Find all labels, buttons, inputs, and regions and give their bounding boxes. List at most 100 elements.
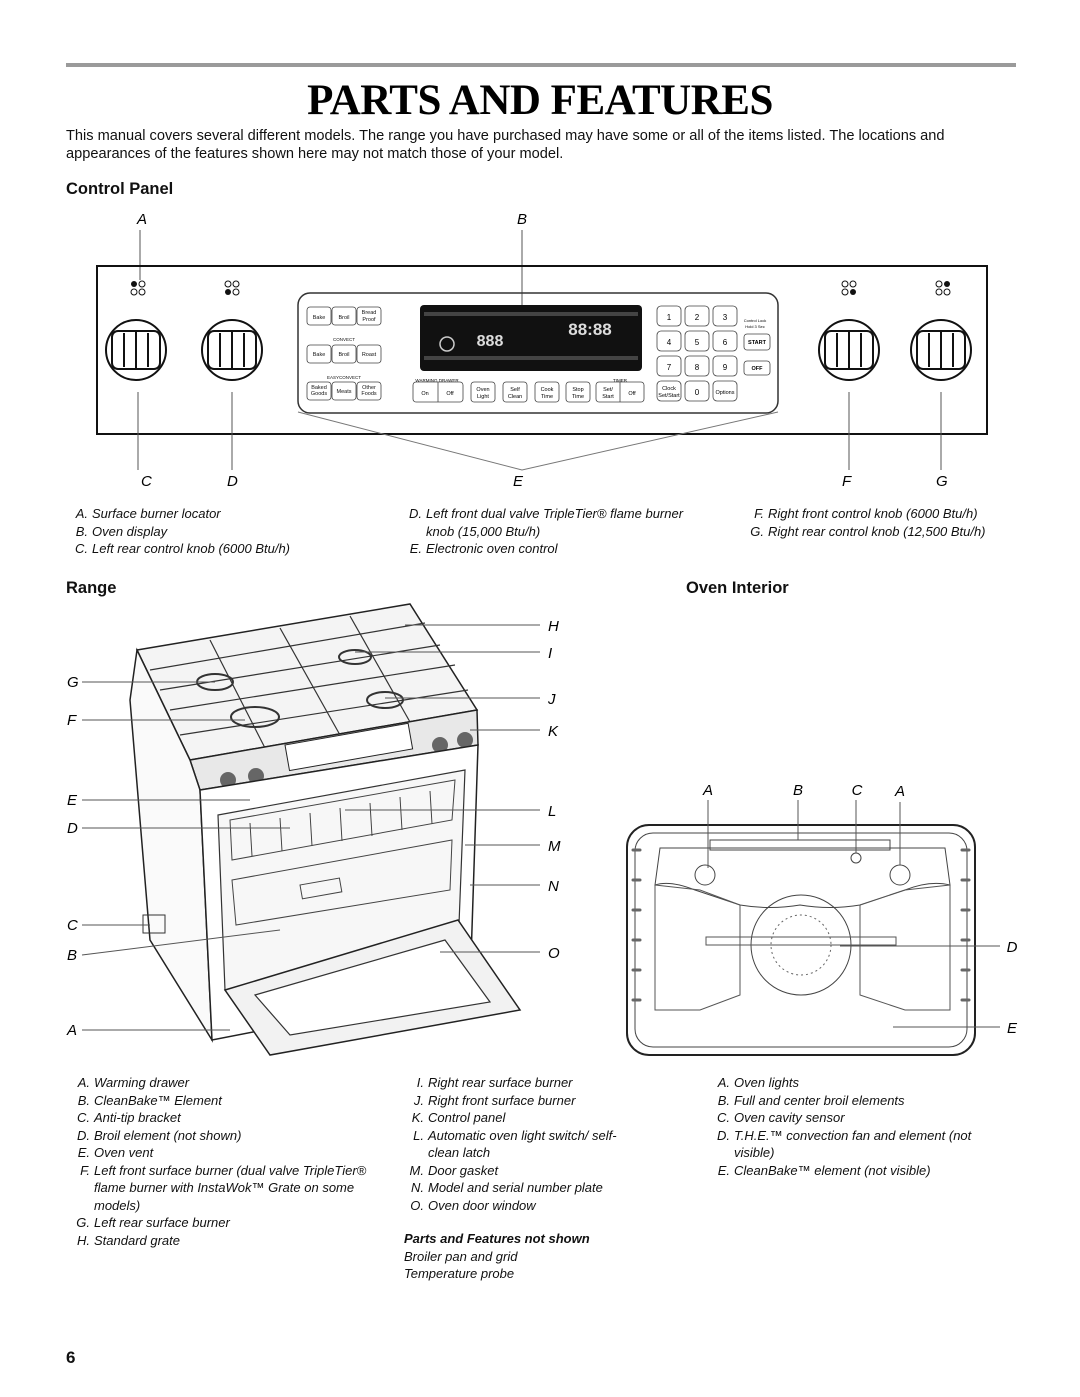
svg-text:Clock: Clock <box>662 386 676 392</box>
oven-label-d: D <box>1007 939 1018 956</box>
top-rule <box>66 63 1016 67</box>
callout-a: A <box>136 211 147 228</box>
oven-label-c: C <box>852 782 863 799</box>
svg-text:Roast: Roast <box>362 352 377 358</box>
range-label-e: E <box>67 792 78 809</box>
off-button: OFF <box>752 366 764 372</box>
burner-locator-icon <box>130 280 951 296</box>
oven-label-a1: A <box>702 782 713 799</box>
svg-text:9: 9 <box>723 363 728 372</box>
callout-b: B <box>517 211 527 228</box>
oven-interior-diagram: A B C A D E <box>626 782 1018 1056</box>
range-label-b: B <box>67 947 77 964</box>
svg-text:7: 7 <box>667 363 672 372</box>
page-title: PARTS AND FEATURES <box>307 77 773 124</box>
svg-text:5: 5 <box>695 338 700 347</box>
range-label-j: J <box>547 691 556 708</box>
range-heading: Range <box>66 579 117 597</box>
oven-interior-heading: Oven Interior <box>686 579 789 597</box>
svg-text:Start: Start <box>602 394 614 400</box>
callout-d: D <box>227 473 238 490</box>
range-legend-col2: I.Right rear surface burner J.Right fron… <box>404 1074 644 1283</box>
svg-text:888: 888 <box>477 333 504 350</box>
range-label-f: F <box>67 712 77 729</box>
svg-text:0: 0 <box>695 388 700 397</box>
svg-text:Other: Other <box>362 385 376 391</box>
svg-text:CONVECT: CONVECT <box>333 337 355 342</box>
intro-paragraph: This manual covers several different mod… <box>66 128 945 162</box>
range-diagram: G F E D C B A H I J K L M N O <box>66 603 561 1056</box>
oven-label-a2: A <box>894 783 905 800</box>
warming-off-button: Off <box>446 391 454 397</box>
electronic-control-frame <box>297 292 779 414</box>
svg-text:Time: Time <box>572 394 584 400</box>
callout-f: F <box>842 473 852 490</box>
svg-text:Time: Time <box>541 394 553 400</box>
svg-text:1: 1 <box>667 313 672 322</box>
svg-text:2: 2 <box>695 313 700 322</box>
svg-text:Off: Off <box>628 391 636 397</box>
display-time: 88:88 <box>568 320 611 339</box>
control-legend-col3: F.Right front control knob (6000 Btu/h) … <box>750 506 986 539</box>
svg-text:8: 8 <box>695 363 700 372</box>
svg-text:Light: Light <box>477 394 489 400</box>
knob-right-front <box>818 319 880 381</box>
not-shown-item: Broiler pan and grid <box>404 1248 518 1264</box>
range-label-a: A <box>66 1022 77 1039</box>
range-label-i: I <box>548 645 552 662</box>
svg-text:Cook: Cook <box>541 387 554 393</box>
svg-text:Proof: Proof <box>362 317 376 323</box>
knob-right-rear <box>910 319 972 381</box>
svg-text:Broil: Broil <box>338 352 349 358</box>
svg-text:4: 4 <box>667 338 672 347</box>
svg-text:Bake: Bake <box>313 352 326 358</box>
not-shown-item: Temperature probe <box>404 1266 515 1281</box>
svg-text:Options: Options <box>716 390 735 396</box>
range-label-c: C <box>67 917 78 934</box>
control-panel-diagram: A B <box>96 211 988 490</box>
callout-e: E <box>513 473 524 490</box>
svg-text:Self: Self <box>510 387 520 393</box>
svg-text:Bread: Bread <box>362 310 377 316</box>
callout-c: C <box>141 473 152 490</box>
range-label-l: L <box>548 803 556 820</box>
svg-text:3: 3 <box>723 313 728 322</box>
bake-button: Bake <box>313 315 326 321</box>
oven-label-e: E <box>1007 1020 1018 1037</box>
svg-text:Meats: Meats <box>337 389 352 395</box>
svg-text:Oven: Oven <box>476 387 489 393</box>
svg-text:Baked: Baked <box>311 385 327 391</box>
svg-text:Foods: Foods <box>361 391 377 397</box>
svg-text:EASYCONVECT: EASYCONVECT <box>327 375 361 380</box>
oven-interior-legend: A.Oven lights B.Full and center broil el… <box>717 1075 972 1178</box>
knob-left-rear <box>105 319 167 381</box>
oven-display <box>420 305 642 371</box>
svg-text:Stop: Stop <box>572 387 583 393</box>
range-label-m: M <box>548 838 561 855</box>
range-label-d: D <box>67 820 78 837</box>
svg-text:Set/Start: Set/Start <box>658 393 680 399</box>
svg-text:Goods: Goods <box>311 391 327 397</box>
control-panel-heading: Control Panel <box>66 180 174 198</box>
range-label-k: K <box>548 723 559 740</box>
knob-left-front <box>201 319 263 381</box>
not-shown-heading: Parts and Features not shown <box>404 1231 590 1246</box>
broil-button: Broil <box>338 315 349 321</box>
svg-text:TIMER: TIMER <box>613 378 628 383</box>
svg-text:Clean: Clean <box>508 394 522 400</box>
control-legend-col1: A.Surface burner locator B.Oven display … <box>75 506 291 556</box>
range-label-g: G <box>67 674 79 691</box>
start-button: START <box>748 340 767 346</box>
svg-text:Set/: Set/ <box>603 387 613 393</box>
svg-text:WARMING DRAWER: WARMING DRAWER <box>415 378 459 383</box>
range-label-o: O <box>548 945 560 962</box>
range-legend-col1: A.Warming drawer B.CleanBake™ Element C.… <box>76 1075 367 1248</box>
range-label-n: N <box>548 878 559 895</box>
oven-label-b: B <box>793 782 803 799</box>
svg-text:Hold 3 Sec: Hold 3 Sec <box>745 324 765 329</box>
range-label-h: H <box>548 618 559 635</box>
warming-on-button: On <box>421 391 428 397</box>
control-legend-col2: D.Left front dual valve TripleTier® flam… <box>409 506 684 556</box>
page-number: 6 <box>66 1348 76 1367</box>
svg-text:Control Lock: Control Lock <box>744 318 766 323</box>
